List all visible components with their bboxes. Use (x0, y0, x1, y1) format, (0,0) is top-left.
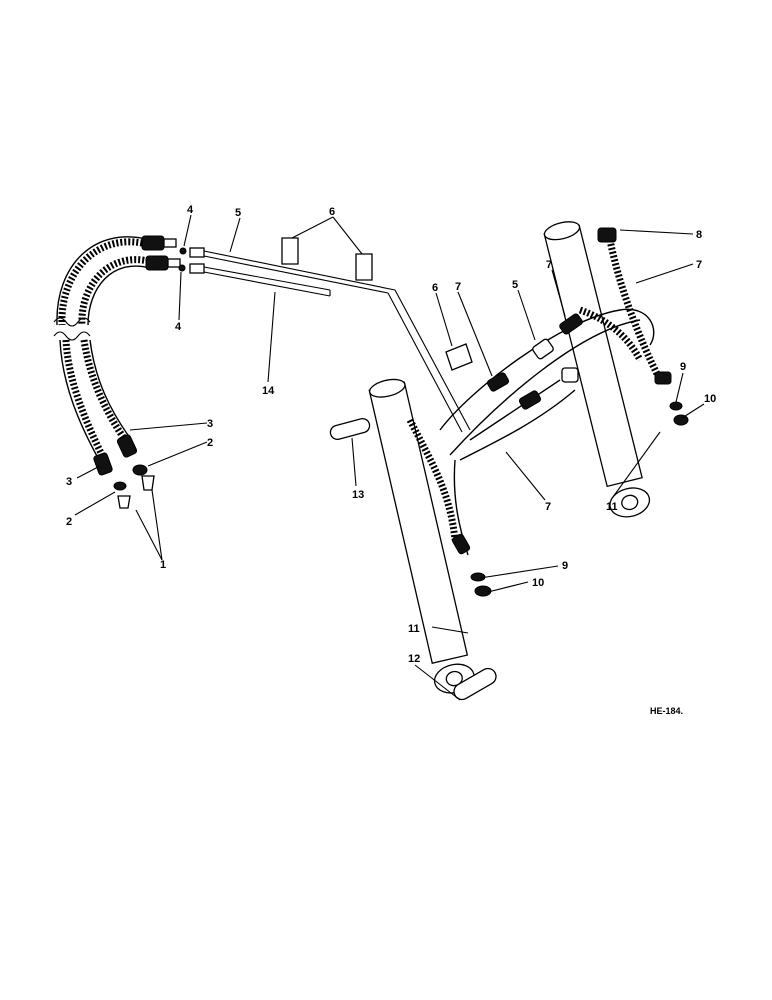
pin-13 (329, 417, 371, 441)
callout-9: 9 (680, 361, 686, 373)
o-ring-lower (178, 264, 186, 272)
callout-5: 5 (235, 207, 241, 219)
steel-tubes (189, 247, 471, 433)
callout-1: 1 (160, 559, 166, 571)
callout-2: 2 (207, 437, 213, 449)
callout-5: 5 (512, 279, 518, 291)
callout-13: 13 (352, 489, 364, 501)
callout-6: 6 (432, 282, 438, 294)
callout-7: 7 (545, 501, 551, 513)
reference-code: HE-184. (650, 706, 683, 716)
callout-7: 7 (696, 259, 702, 271)
callout-8: 8 (696, 229, 702, 241)
callout-14: 14 (262, 385, 275, 397)
leader-lines (74, 214, 705, 701)
clamps (281, 237, 473, 371)
o-ring-upper (179, 247, 187, 255)
callout-labels: 1 2 2 3 3 4 4 5 5 6 6 7 7 7 7 8 9 9 10 1… (66, 204, 716, 665)
callout-10: 10 (532, 577, 544, 589)
callout-4: 4 (175, 321, 182, 333)
callout-4: 4 (187, 204, 194, 216)
fitting-parts-left (113, 464, 155, 509)
right-cylinder (543, 221, 651, 518)
callout-12: 12 (408, 653, 420, 665)
callout-11: 11 (606, 501, 618, 513)
callout-3: 3 (207, 418, 213, 430)
callout-2: 2 (66, 516, 72, 528)
callout-7: 7 (455, 281, 461, 293)
center-hoses (406, 227, 689, 597)
left-hose-assembly (53, 235, 181, 476)
callout-9: 9 (562, 560, 568, 572)
callout-10: 10 (704, 393, 716, 405)
callout-3: 3 (66, 476, 72, 488)
callout-6: 6 (329, 206, 335, 218)
callout-11: 11 (408, 623, 420, 635)
callout-7: 7 (546, 259, 552, 271)
